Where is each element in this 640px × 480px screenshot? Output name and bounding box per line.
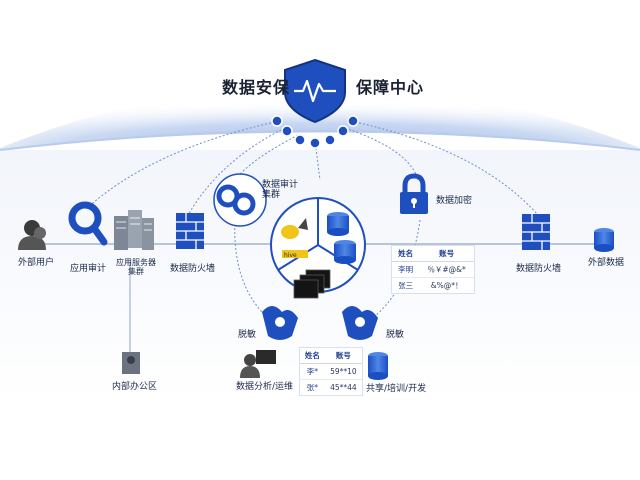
magnifier-icon xyxy=(68,201,108,246)
cell-account: &%@*！ xyxy=(419,277,474,293)
header-account: 账号 xyxy=(419,246,474,262)
table-row: 张* 45**44 xyxy=(300,379,362,395)
header-name: 姓名 xyxy=(392,246,420,262)
share-database-icon xyxy=(368,352,388,380)
header-account: 账号 xyxy=(324,348,362,364)
title-right: 保障中心 xyxy=(356,78,425,97)
table-row: 李明 ％￥#@&* xyxy=(392,261,474,278)
dome-edge xyxy=(0,130,640,151)
label-external-user: 外部用户 xyxy=(18,258,55,268)
server-rack-icon xyxy=(114,210,154,250)
title-left: 数据安保 xyxy=(222,78,291,97)
data-mask-icon-left xyxy=(262,306,298,340)
analyst-icon xyxy=(240,350,276,378)
masked-table-header: 姓名 账号 xyxy=(300,348,362,364)
cell-name: 张三 xyxy=(392,277,420,293)
cell-account: 45**44 xyxy=(324,379,362,395)
cell-name: 张* xyxy=(300,379,325,395)
office-computer-icon xyxy=(122,352,140,374)
shield-pulse-icon xyxy=(284,58,346,124)
label-desens-left: 脱敏 xyxy=(238,330,257,340)
lock-icon xyxy=(400,173,428,214)
label-fw-right: 数据防火墙 xyxy=(516,264,562,274)
cell-name: 李* xyxy=(300,363,325,380)
masked-table: 姓名 账号 李* 59**10 张* 45**44 xyxy=(300,348,362,395)
bigdata-logos: hive xyxy=(281,218,308,259)
label-internal-office: 内部办公区 xyxy=(112,382,158,392)
firewall-icon xyxy=(176,213,204,249)
label-desens-right: 脱敏 xyxy=(386,330,405,340)
table-row: 李* 59**10 xyxy=(300,363,362,380)
external-database-icon xyxy=(594,228,614,252)
label-encryption: 数据加密 xyxy=(436,196,473,206)
database-icon xyxy=(327,212,356,264)
cell-account: ％￥#@&* xyxy=(419,261,474,278)
header-name: 姓名 xyxy=(300,348,325,364)
svg-text:hive: hive xyxy=(284,252,297,259)
label-app-audit: 应用审计 xyxy=(70,264,107,274)
cell-name: 李明 xyxy=(392,261,420,278)
cell-account: 59**10 xyxy=(324,363,362,380)
label-fw-left: 数据防火墙 xyxy=(170,264,216,274)
label-external-data: 外部数据 xyxy=(588,258,625,268)
label-audit-cluster: 数据审计集群 xyxy=(262,180,299,201)
user-icon xyxy=(18,220,46,250)
encrypted-table: 姓名 账号 李明 ％￥#@&* 张三 &%@*！ xyxy=(392,246,474,293)
label-share: 共享/培训/开发 xyxy=(366,384,427,394)
encrypted-table-header: 姓名 账号 xyxy=(392,246,474,262)
firewall-icon-right xyxy=(522,214,550,250)
label-analysis: 数据分析/运维 xyxy=(236,382,294,392)
table-row: 张三 &%@*！ xyxy=(392,277,474,293)
data-stack-icon xyxy=(293,269,331,299)
label-app-server-cluster: 应用服务器集群 xyxy=(116,258,156,277)
audit-cluster-icon xyxy=(213,173,267,227)
data-mask-icon-right xyxy=(342,306,378,340)
hub-node-dots xyxy=(271,115,359,149)
